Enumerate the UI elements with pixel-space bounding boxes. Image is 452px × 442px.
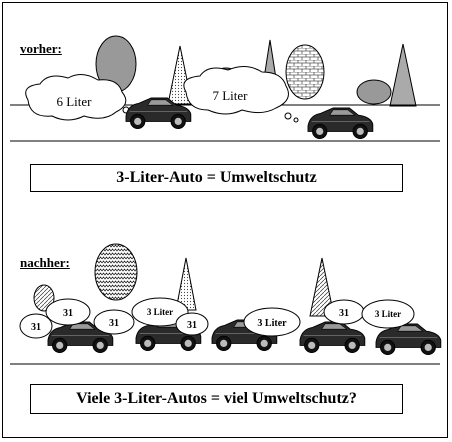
cloud-label: 3 Liter [147, 307, 173, 317]
cloud-label: 31 [31, 322, 41, 333]
cloud-label: 3 Liter [257, 318, 287, 329]
oval-tree-wave [94, 243, 138, 301]
exhaust-cloud-2: 7 Liter [183, 66, 299, 123]
bush-gray-right [356, 79, 392, 105]
cloud-label: 7 Liter [212, 88, 248, 103]
cone-tree-hatched [309, 257, 335, 317]
oval-tree-brick [285, 44, 325, 100]
before-caption: 3-Liter-Auto = Umweltschutz [30, 164, 403, 192]
car-2 [307, 107, 374, 140]
before-scene: 6 Liter 7 Liter [10, 35, 440, 142]
oval-tree-hatched [33, 284, 55, 312]
picture-frame [2, 2, 448, 438]
cloud-label: 3 Liter [375, 309, 401, 319]
exhaust-clouds-row: 31 31 31 3 Liter 31 3 Liter 31 3 Liter [19, 297, 415, 339]
cone-tree-right [389, 43, 417, 107]
after-caption: Viele 3-Liter-Autos = viel Umweltschutz? [30, 384, 403, 414]
cloud-label: 31 [63, 308, 73, 319]
cloud-label: 31 [339, 308, 349, 319]
after-scene: 31 31 31 3 Liter 31 3 Liter 31 3 Liter [10, 243, 442, 365]
before-label: vorher: [20, 41, 62, 56]
after-label: nachher: [20, 255, 70, 270]
cloud-label: 31 [109, 318, 119, 329]
cloud-label: 31 [187, 320, 197, 331]
cloud-label: 6 Liter [56, 94, 92, 109]
